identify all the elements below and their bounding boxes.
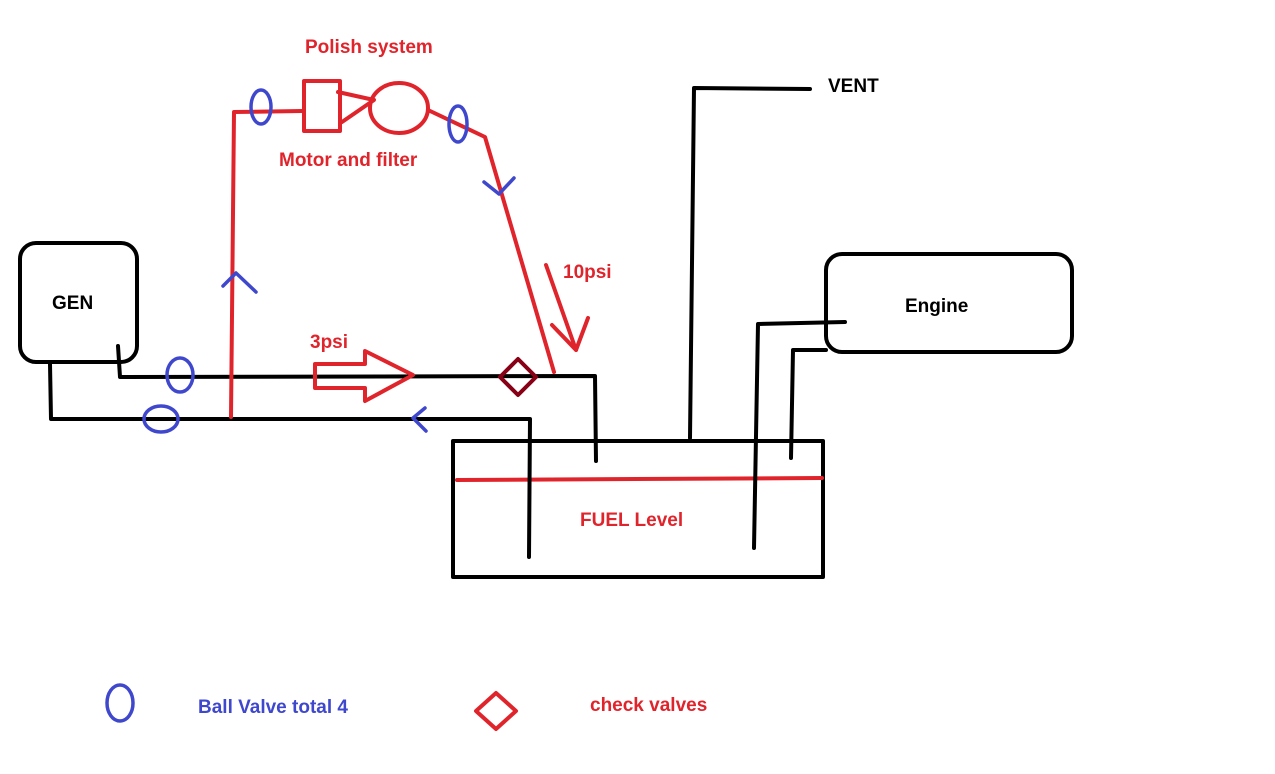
legend-ball-valve-icon: [105, 683, 135, 723]
vent-pipe: [688, 86, 812, 440]
engine-return-line: [789, 348, 828, 460]
ball-valve-icon: [249, 88, 273, 126]
filter-to-motor-cone: [336, 90, 376, 124]
legend-check-valve-icon: [474, 691, 518, 731]
flow-arrow-3psi: [313, 349, 415, 403]
pressure-3psi-label: 3psi: [310, 332, 348, 353]
flow-arrow-10psi-shaft: [544, 263, 578, 352]
ball-valve-icon: [447, 104, 469, 144]
engine-supply-line: [752, 320, 847, 550]
polish-motor: [368, 81, 430, 135]
polish-return-line: [426, 108, 556, 374]
pressure-10psi-label: 10psi: [563, 262, 612, 283]
direction-chevron-left: [411, 406, 428, 433]
check-valve-icon: [498, 357, 538, 397]
legend-ball-valve-label: Ball Valve total 4: [198, 697, 348, 718]
engine-label: Engine: [905, 296, 968, 317]
gen-return-line: [116, 344, 598, 463]
fuel-level-label: FUEL Level: [580, 510, 683, 531]
direction-chevron-up: [221, 271, 258, 294]
polish-suction-line: [229, 109, 304, 419]
polish-system-label: Polish system: [305, 37, 433, 58]
legend-check-valves-label: check valves: [590, 695, 707, 716]
motor-and-filter-label: Motor and filter: [279, 150, 418, 171]
vent-label: VENT: [828, 76, 879, 97]
fuel-tank: [451, 439, 825, 579]
flow-arrow-10psi-head: [550, 316, 590, 352]
direction-chevron-down: [482, 176, 516, 196]
engine-box: [824, 252, 1074, 354]
fuel-level-line: [455, 476, 824, 482]
gen-label: GEN: [52, 293, 93, 314]
ball-valve-icon: [165, 356, 195, 394]
polish-filter: [302, 79, 342, 133]
ball-valve-icon: [142, 404, 180, 434]
gen-box: [18, 241, 139, 364]
gen-supply-line: [48, 362, 532, 559]
